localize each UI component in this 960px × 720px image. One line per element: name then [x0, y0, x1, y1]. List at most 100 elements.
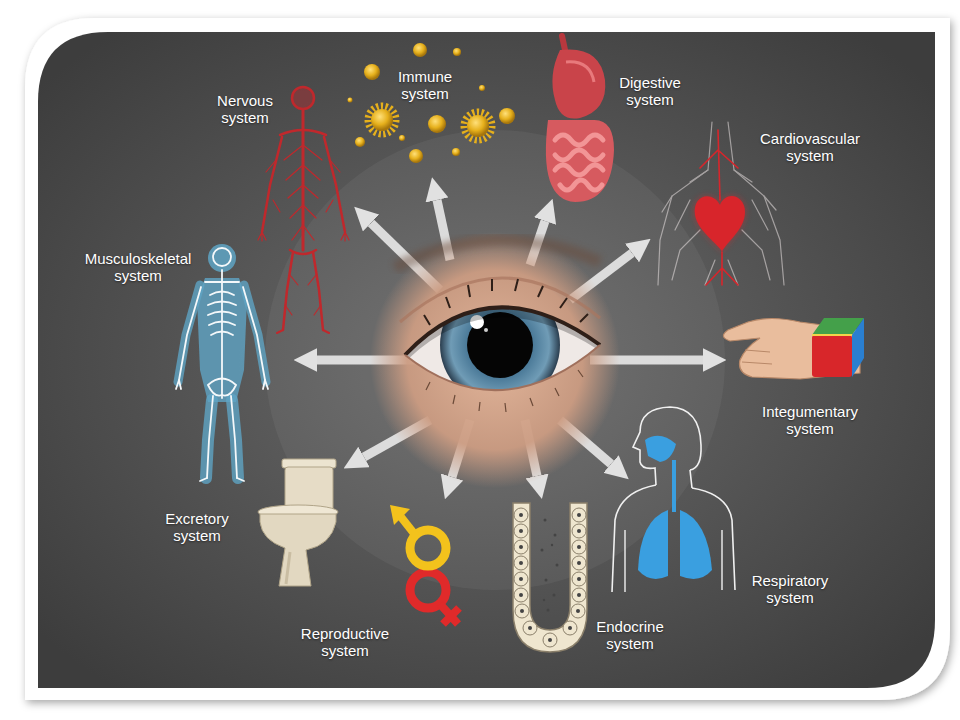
eye-picture [467, 312, 533, 378]
immune-cells [364, 64, 380, 80]
cardiovascular-figure [695, 196, 745, 252]
endocrine-gland [572, 508, 586, 522]
toilet-picture [286, 552, 290, 584]
endocrine-gland [577, 513, 581, 517]
immune-cells [479, 85, 485, 91]
endocrine-gland [544, 519, 547, 522]
endocrine-gland [528, 626, 532, 630]
endocrine-gland [543, 599, 545, 601]
immune-cells [413, 43, 427, 57]
immune-cells [348, 98, 353, 103]
skin-hand [852, 318, 864, 377]
card-frame [25, 18, 950, 700]
system-label: Immune system [398, 68, 452, 103]
digestive-organs [555, 135, 603, 190]
endocrine-gland [571, 604, 585, 618]
endocrine-gland [519, 577, 523, 581]
endocrine-gland [577, 529, 581, 533]
digestive-organs [562, 36, 565, 50]
digestive-organs [566, 62, 594, 82]
endocrine-gland [572, 540, 586, 554]
skeleton-figure [179, 287, 265, 380]
endocrine-gland [514, 524, 528, 538]
card-frame [38, 32, 935, 688]
endocrine-gland [514, 508, 586, 647]
immune-cells [348, 43, 516, 163]
nervous-figure [283, 252, 323, 330]
digestive-organs [546, 36, 614, 202]
system-label: Respiratory system [752, 572, 829, 607]
respiratory-figure [690, 470, 692, 488]
eye-picture [405, 285, 600, 405]
nervous-figure [258, 87, 349, 333]
endocrine-gland [514, 508, 528, 522]
card-frame [25, 18, 950, 700]
eye-picture [426, 370, 583, 412]
system-label: Integumentary system [762, 403, 858, 438]
endocrine-gland [513, 503, 587, 652]
eye-picture [484, 328, 488, 332]
endocrine-gland [513, 503, 587, 652]
endocrine-gland [576, 609, 580, 613]
endocrine-gland [519, 513, 581, 642]
immune-cells [467, 115, 489, 137]
skeleton-figure [213, 248, 231, 266]
endocrine-gland [543, 633, 557, 647]
gender-symbols [440, 604, 459, 624]
nervous-figure [280, 130, 326, 135]
skeleton-figure [208, 292, 236, 336]
eye-picture [405, 312, 600, 355]
endocrine-gland [577, 577, 581, 581]
eye-picture [424, 279, 588, 325]
skeleton-figure [208, 244, 236, 272]
endocrine-gland [572, 556, 586, 570]
skeleton-figure [176, 244, 268, 481]
immune-cells [399, 135, 405, 141]
nervous-figure [292, 87, 314, 109]
endocrine-gland [519, 513, 523, 517]
system-label: Nervous system [217, 92, 273, 127]
respiratory-figure [638, 510, 668, 579]
endocrine-gland [514, 588, 528, 602]
eye-picture [370, 232, 620, 488]
endocrine-gland [545, 579, 548, 582]
endocrine-gland [551, 544, 553, 546]
skeleton-figure [176, 380, 268, 481]
respiratory-figure [612, 407, 735, 592]
immune-cells [452, 148, 460, 156]
endocrine-gland [520, 609, 524, 613]
immune-cells [428, 115, 446, 133]
nervous-figure [284, 145, 322, 240]
endocrine-gland [554, 534, 557, 537]
endocrine-gland [514, 572, 528, 586]
system-label: Reproductive system [301, 625, 389, 660]
immune-cells [464, 112, 492, 140]
endocrine-gland [523, 621, 537, 635]
endocrine-gland [577, 561, 581, 565]
respiratory-figure [680, 510, 712, 579]
endocrine-gland [519, 593, 523, 597]
gender-symbols [401, 517, 416, 536]
endocrine-gland [572, 572, 586, 586]
immune-cells [368, 106, 396, 134]
skin-hand [723, 318, 864, 379]
endocrine-gland [547, 609, 550, 612]
toilet-picture [258, 459, 338, 586]
endocrine-gland [553, 594, 556, 597]
immune-cells [371, 109, 393, 131]
endocrine-gland [577, 545, 581, 549]
skin-hand [742, 350, 772, 364]
skin-hand [812, 334, 852, 336]
respiratory-figure [672, 460, 676, 512]
skeleton-figure [176, 248, 268, 481]
nervous-figure [266, 160, 340, 315]
digestive-organs [546, 120, 614, 202]
endocrine-gland [519, 545, 523, 549]
eye-picture [405, 307, 600, 355]
endocrine-gland [519, 561, 523, 565]
gender-symbols [390, 505, 410, 525]
gender-symbols [410, 572, 446, 608]
endocrine-gland [556, 564, 559, 567]
nervous-figure [258, 232, 349, 241]
